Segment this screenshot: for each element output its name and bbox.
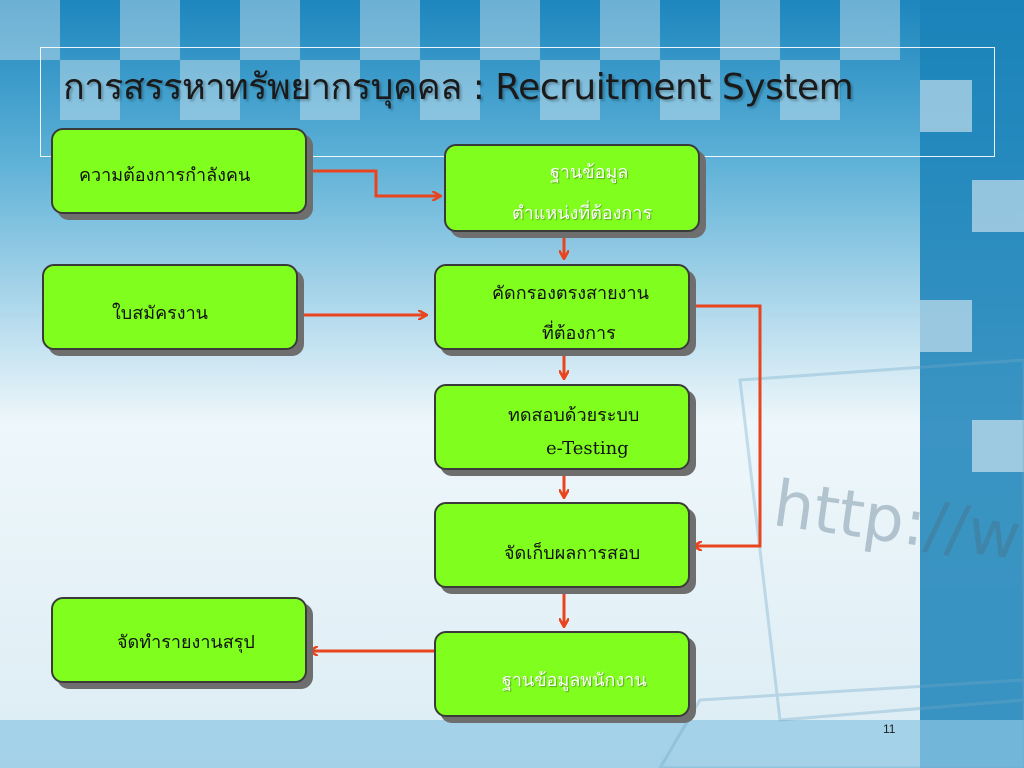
box-employee-database-label: ฐานข้อมูลพนักงาน: [502, 670, 647, 691]
box-store-results: จัดเก็บผลการสอบ: [434, 502, 690, 588]
box-store-results-label: จัดเก็บผลการสอบ: [504, 543, 641, 564]
box-manpower-need-label: ความต้องการกำลังคน: [79, 165, 251, 186]
arrow-screening-to-results-bypass: [690, 304, 762, 546]
slide-title: การสรรหาทรัพยากรบุคคล : Recruitment Syst…: [63, 67, 854, 108]
box-screening: คัดกรองตรงสายงาน ที่ต้องการ: [434, 264, 690, 350]
box-summary-report: จัดทำรายงานสรุป: [51, 597, 307, 683]
box-job-database: ฐานข้อมูล ตำแหน่งที่ต้องการ: [444, 144, 700, 232]
box-etesting: ทดสอบด้วยระบบ e-Testing: [434, 384, 690, 470]
box-summary-report-label: จัดทำรายงานสรุป: [117, 632, 255, 653]
box-application-form: ใบสมัครงาน: [42, 264, 298, 350]
box-manpower-need: ความต้องการกำลังคน: [51, 128, 307, 214]
box-job-database-label-1: ฐานข้อมูล: [550, 162, 629, 183]
arrow-need-to-database: [306, 169, 440, 196]
box-job-database-label-2: ตำแหน่งที่ต้องการ: [512, 203, 653, 224]
box-application-form-label: ใบสมัครงาน: [112, 303, 208, 324]
page-number: 11: [883, 722, 896, 736]
box-etesting-label-1: ทดสอบด้วยระบบ: [508, 405, 640, 426]
box-employee-database: ฐานข้อมูลพนักงาน: [434, 631, 690, 717]
box-screening-label-1: คัดกรองตรงสายงาน: [492, 283, 649, 304]
box-screening-label-2: ที่ต้องการ: [542, 323, 616, 344]
box-etesting-label-2: e-Testing: [546, 438, 629, 459]
